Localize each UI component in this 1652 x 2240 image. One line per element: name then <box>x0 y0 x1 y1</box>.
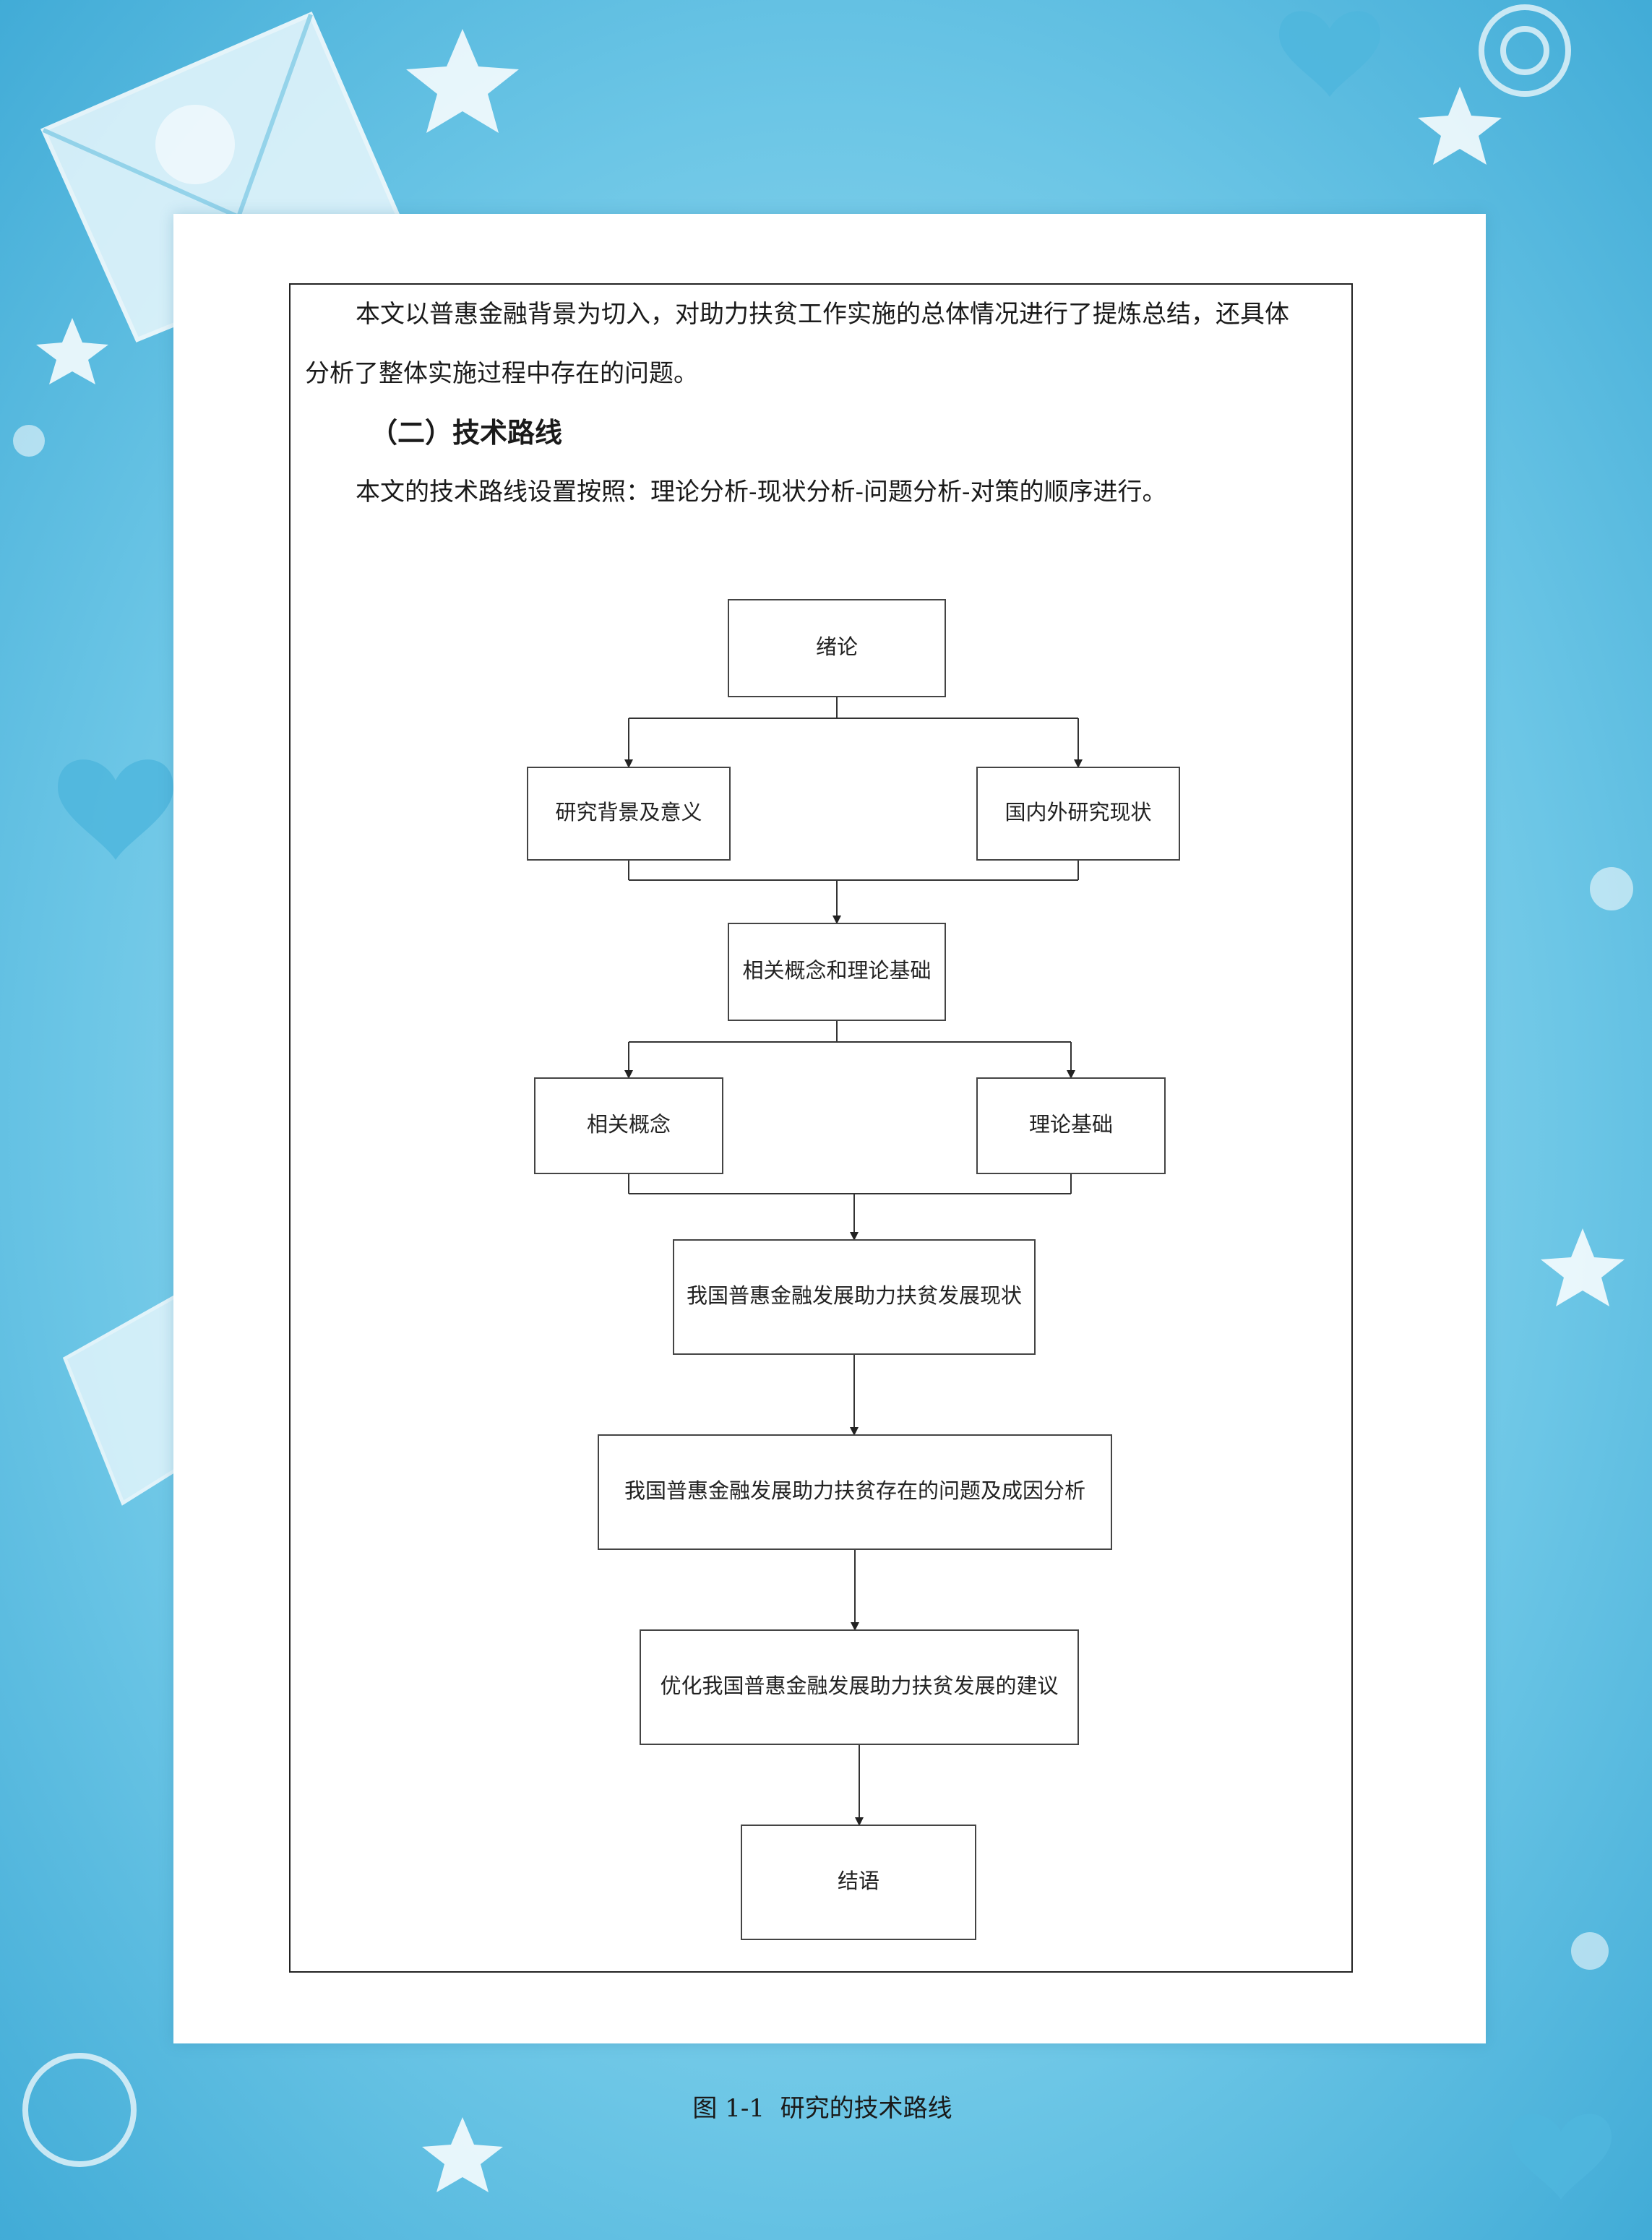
flow-node-box <box>976 767 1180 861</box>
flow-node-label: 我国普惠金融发展助力扶贫发展现状 <box>687 1283 1022 1308</box>
paragraph: 本文的技术路线设置按照：理论分析-现状分析-问题分析-对策的顺序进行。 <box>356 478 1167 507</box>
flow-node-box <box>534 1077 723 1174</box>
flow-node-background: 研究背景及意义 <box>527 767 731 861</box>
flow-node-current: 我国普惠金融发展助力扶贫发展现状 <box>673 1239 1036 1355</box>
flow-node-box <box>741 1825 976 1940</box>
flow-node-box <box>673 1239 1036 1355</box>
content-frame: 本文以普惠金融背景为切入，对助力扶贫工作实施的总体情况进行了提炼总结，还具体 分… <box>289 283 1353 2123</box>
flow-node-label: 国内外研究现状 <box>1004 800 1151 824</box>
flow-node-label: 相关概念 <box>587 1112 671 1137</box>
star-icon <box>1541 1228 1625 1306</box>
flow-node-label: 相关概念和理论基础 <box>742 958 931 983</box>
document-page: 本文以普惠金融背景为切入，对助力扶贫工作实施的总体情况进行了提炼总结，还具体 分… <box>173 214 1486 2123</box>
paragraph-line: 本文以普惠金融背景为切入，对助力扶贫工作实施的总体情况进行了提炼总结，还具体 <box>356 300 1289 329</box>
flow-node-box <box>728 599 946 697</box>
ring-decoration-icon <box>22 2053 137 2167</box>
flow-node-conclusion: 结语 <box>741 1825 976 1940</box>
heart-icon <box>1510 2114 1612 2200</box>
flow-node-intro: 绪论 <box>728 599 946 697</box>
flow-node-label: 优化我国普惠金融发展助力扶贫发展的建议 <box>660 1673 1058 1698</box>
flow-node-label: 我国普惠金融发展助力扶贫存在的问题及成因分析 <box>624 1478 1085 1503</box>
flow-node-concept: 相关概念 <box>534 1077 723 1174</box>
flow-node-box <box>976 1077 1166 1174</box>
flow-node-suggest: 优化我国普惠金融发展助力扶贫发展的建议 <box>640 1629 1079 1745</box>
heart-icon <box>1279 11 1380 97</box>
target-circle-icon <box>1479 4 1571 97</box>
flow-node-status: 国内外研究现状 <box>976 767 1180 861</box>
heart-icon <box>58 759 173 860</box>
flow-node-label: 理论基础 <box>1029 1112 1113 1137</box>
flow-node-box <box>728 923 946 1021</box>
flow-node-label: 绪论 <box>816 634 858 659</box>
star-icon <box>1418 87 1502 165</box>
star-icon <box>422 2117 503 2192</box>
star-icon <box>36 318 108 384</box>
flow-node-box <box>527 767 731 861</box>
paragraph-line: 分析了整体实施过程中存在的问题。 <box>305 359 698 388</box>
flow-node-box <box>598 1434 1112 1550</box>
star-icon <box>406 29 519 133</box>
flow-node-label: 研究背景及意义 <box>555 800 702 824</box>
flow-node-box <box>640 1629 1079 1745</box>
flow-node-label: 结语 <box>838 1869 879 1893</box>
figure-caption: 图 1-1 研究的技术路线 <box>692 2094 952 2123</box>
section-heading: （二）技术路线 <box>370 416 563 449</box>
flow-node-theory: 理论基础 <box>976 1077 1166 1174</box>
flow-node-concept-theory: 相关概念和理论基础 <box>728 923 946 1021</box>
flow-node-problems: 我国普惠金融发展助力扶贫存在的问题及成因分析 <box>598 1434 1112 1550</box>
